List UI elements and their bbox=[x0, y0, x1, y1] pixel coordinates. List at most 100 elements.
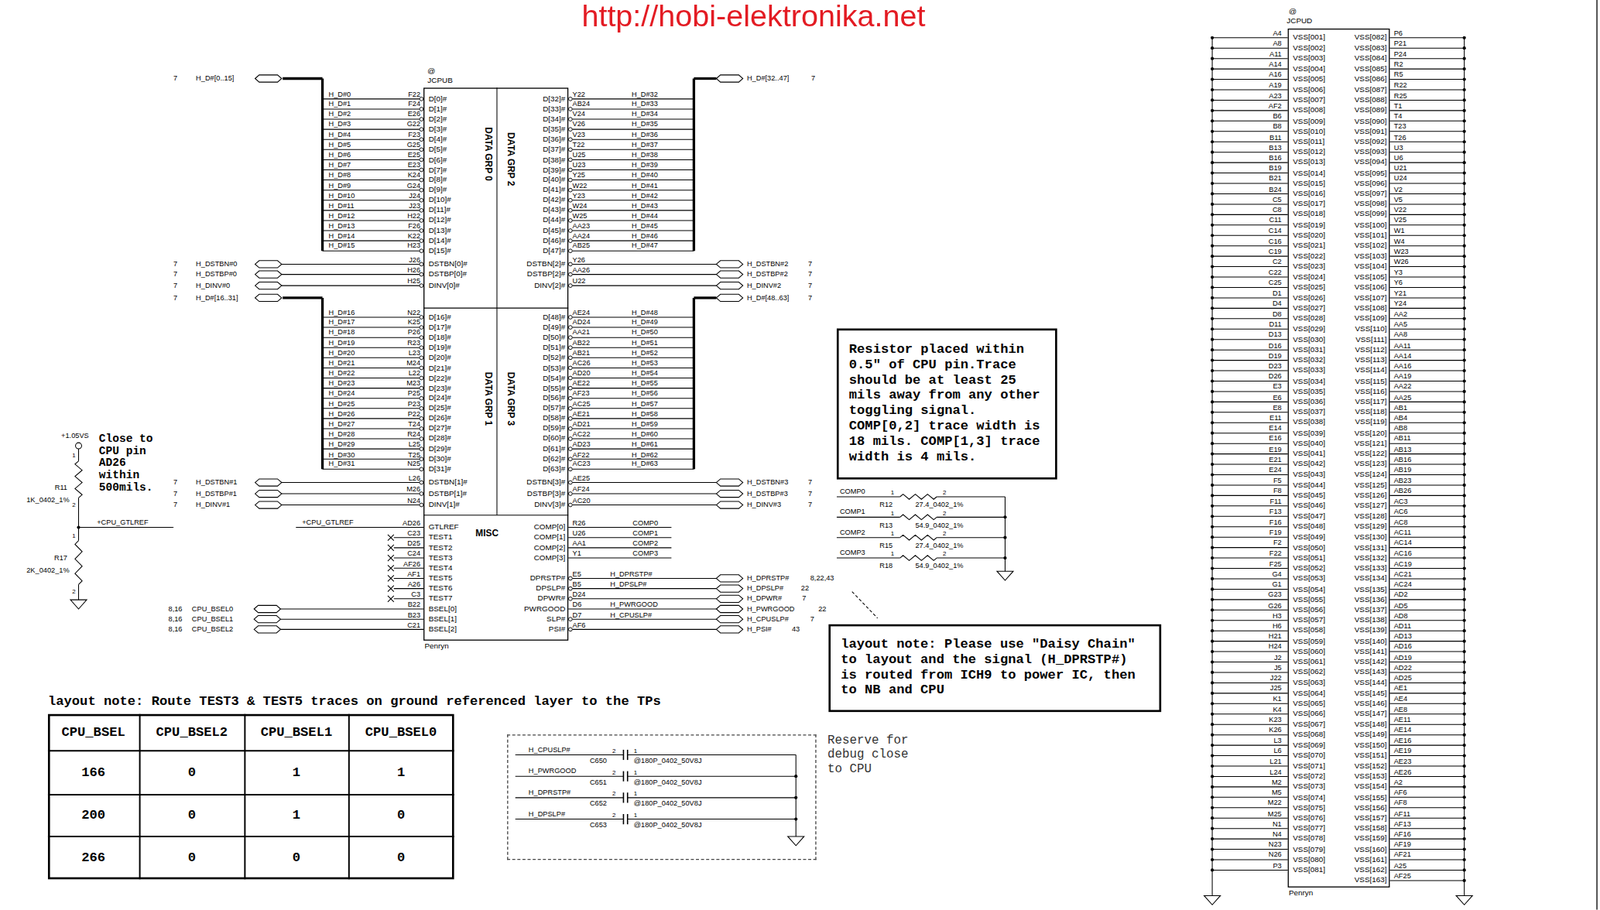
wire bbox=[1389, 859, 1464, 860]
wire bbox=[322, 469, 420, 470]
net-name: H_CPUSLP# bbox=[746, 615, 789, 624]
pin-number: G22 bbox=[407, 120, 421, 130]
pin-name: VSS[089] bbox=[1354, 106, 1388, 116]
pin-number: P3 bbox=[1272, 861, 1282, 871]
wire bbox=[1212, 537, 1289, 538]
pin-number: T4 bbox=[1394, 112, 1403, 121]
pin-number: AA2 bbox=[1394, 310, 1408, 319]
table-rule bbox=[47, 750, 455, 752]
net-name: H_DSTBP#2 bbox=[746, 270, 789, 279]
pin-number: V2 bbox=[1394, 185, 1403, 194]
wire bbox=[1389, 214, 1464, 216]
wire bbox=[394, 578, 424, 580]
wire bbox=[1212, 256, 1289, 257]
net-name: H_D#0 bbox=[328, 90, 351, 100]
pin-number: AE23 bbox=[1394, 757, 1412, 767]
wire bbox=[322, 119, 420, 120]
wire bbox=[1212, 130, 1289, 132]
wire bbox=[1389, 682, 1464, 684]
net-name: H_D#61 bbox=[631, 440, 658, 449]
pin-name: VSS[065] bbox=[1292, 699, 1326, 709]
pin-name: VSS[034] bbox=[1292, 376, 1326, 386]
net-name: H_D#[48..63] bbox=[746, 294, 789, 303]
pin-name: VSS[015] bbox=[1292, 179, 1326, 189]
offpage-connector bbox=[716, 75, 743, 83]
pin-number: B8 bbox=[1272, 123, 1282, 132]
pin-name: VSS[027] bbox=[1292, 304, 1326, 313]
pin-number: J25 bbox=[1270, 685, 1282, 694]
pin-number: AE25 bbox=[572, 473, 591, 483]
note-text: layout note: Please use "Daisy Chain" to… bbox=[840, 637, 1147, 699]
wire bbox=[1212, 682, 1289, 684]
divider-line bbox=[423, 514, 569, 516]
page-ref: 7 bbox=[173, 478, 178, 487]
pin-number: AD26 bbox=[402, 518, 421, 528]
wire bbox=[1212, 37, 1213, 897]
pin-name: VSS[100] bbox=[1354, 221, 1388, 230]
pin-name: VSS[098] bbox=[1354, 200, 1388, 209]
pin-number: N23 bbox=[1268, 840, 1282, 850]
pin-name: VSS[162] bbox=[1354, 866, 1388, 875]
pin-number: W23 bbox=[1394, 247, 1409, 257]
bus-line bbox=[321, 78, 324, 252]
wire bbox=[572, 493, 717, 495]
table-rule bbox=[47, 794, 455, 796]
wire bbox=[1212, 151, 1289, 153]
bus-line bbox=[692, 298, 696, 470]
net-name: H_D#44 bbox=[631, 212, 658, 221]
wire bbox=[322, 189, 420, 191]
pin-name: D[18]# bbox=[428, 333, 452, 343]
wire bbox=[1389, 390, 1464, 392]
pin-number: B22 bbox=[407, 600, 421, 610]
offpage-connector bbox=[255, 270, 282, 278]
net-name: H_D#43 bbox=[631, 202, 658, 211]
ic-symbol: @JCPUDVSS[001]VSS[002]VSS[003]VSS[004]VS… bbox=[1288, 28, 1391, 888]
pin-name: D[47]# bbox=[542, 246, 566, 256]
pin-name: VSS[018] bbox=[1292, 210, 1326, 220]
layout-note: layout note: Route TEST3 & TEST5 traces … bbox=[47, 693, 662, 710]
pin-name: D[35]# bbox=[542, 125, 566, 134]
inversion-bubble bbox=[568, 617, 573, 622]
pin-name: VSS[130] bbox=[1354, 533, 1388, 542]
pin-number: AE22 bbox=[572, 379, 591, 388]
pin-name: D[33]# bbox=[542, 105, 566, 114]
pin-name: VSS[082] bbox=[1354, 34, 1388, 43]
wire bbox=[1212, 47, 1289, 49]
wire bbox=[1389, 807, 1464, 809]
pin-number: AF21 bbox=[1394, 851, 1412, 860]
wire bbox=[1212, 828, 1289, 830]
wire bbox=[1212, 141, 1289, 143]
pin-number: AB24 bbox=[572, 100, 591, 110]
pin-name: VSS[113] bbox=[1354, 356, 1387, 365]
pin-name: VSS[153] bbox=[1354, 772, 1388, 782]
pin-name: D[63]# bbox=[542, 465, 566, 474]
offpage-connector bbox=[716, 575, 743, 583]
pin-name: VSS[155] bbox=[1354, 793, 1388, 802]
offpage-connector bbox=[255, 489, 282, 497]
pin-name: VSS[064] bbox=[1292, 689, 1326, 699]
wire bbox=[1389, 661, 1464, 663]
pin-number: N22 bbox=[407, 308, 421, 318]
pin-number: AF24 bbox=[572, 485, 590, 494]
pin-number: E26 bbox=[407, 110, 421, 120]
wire bbox=[1212, 661, 1289, 663]
wire bbox=[1212, 474, 1289, 476]
wire bbox=[836, 558, 901, 559]
wire bbox=[1212, 734, 1289, 736]
pin-name: D[37]# bbox=[542, 145, 566, 155]
net-name: H_D#11 bbox=[328, 202, 354, 211]
pin-number: 1 bbox=[890, 529, 895, 538]
pin-name: SLP# bbox=[546, 615, 566, 624]
net-name: H_D#15 bbox=[328, 242, 355, 251]
wire bbox=[1389, 172, 1464, 174]
table-cell: 1 bbox=[292, 764, 301, 781]
pin-name: DINV[0]# bbox=[428, 281, 460, 291]
wire bbox=[627, 818, 797, 820]
pin-number: AD11 bbox=[1394, 622, 1412, 631]
wire bbox=[1389, 245, 1464, 247]
pin-number: 2 bbox=[942, 550, 946, 559]
pin-name: D[39]# bbox=[542, 165, 566, 175]
wire bbox=[322, 417, 420, 419]
part-value: @180P_0402_50V8J bbox=[633, 778, 703, 788]
pin-number: J26 bbox=[408, 255, 421, 264]
